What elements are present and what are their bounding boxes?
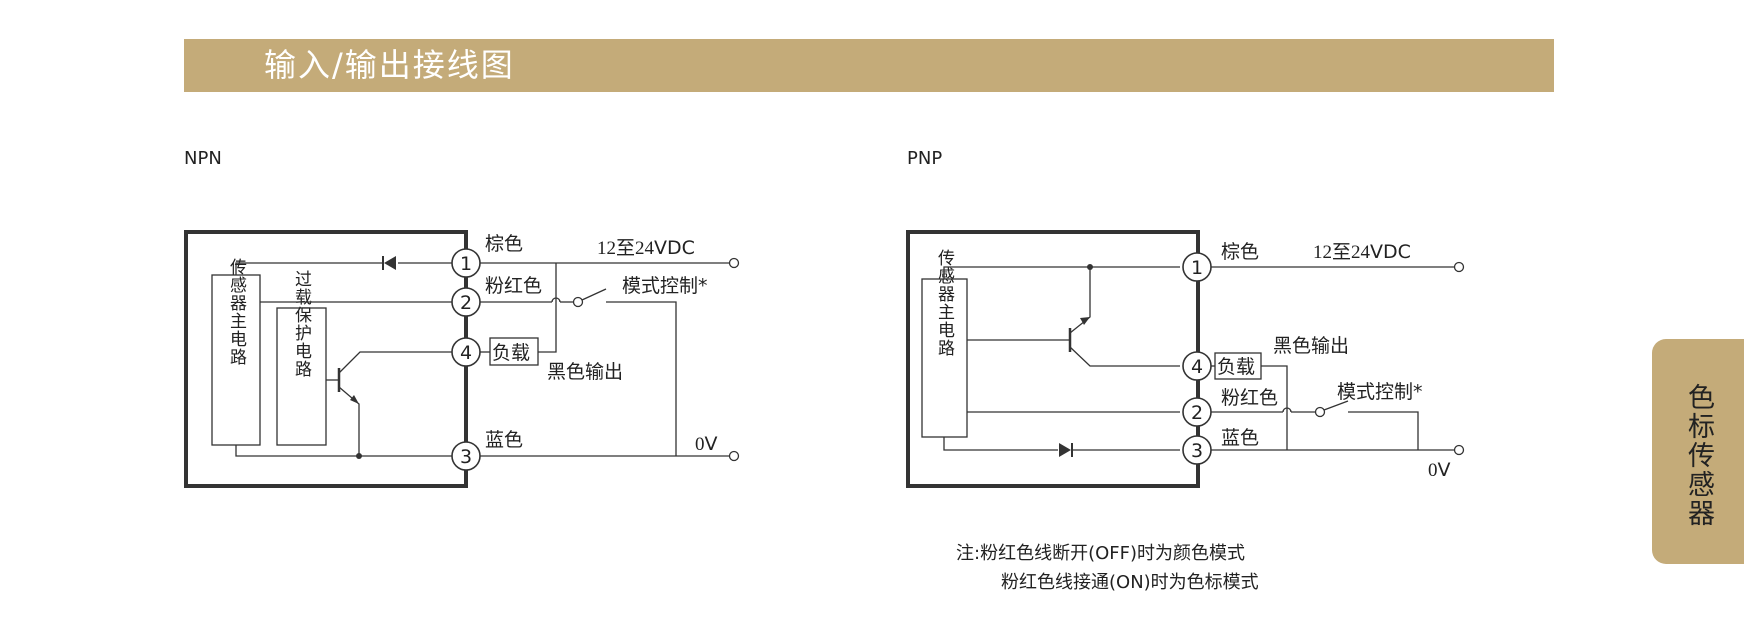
pnp-main-circuit-label: 传感器主电路 (934, 249, 955, 357)
npn-pin-4-label: 4 (460, 342, 472, 364)
pnp-pin-2-label: 2 (1191, 402, 1203, 424)
note: 注:粉红色线断开(OFF)时为颜色模式 粉红色线接通(ON)时为色标模式 (956, 543, 1259, 593)
pnp-pink-label: 粉红色 (1221, 387, 1278, 409)
pnp-switch-contact (1314, 406, 1326, 418)
pnp-wire-3-internal (943, 437, 1058, 451)
pnp-supply-terminal (1453, 261, 1465, 273)
npn-pin-2-label: 2 (460, 292, 472, 314)
npn-mode-control-label: 模式控制* (622, 275, 708, 297)
pnp-title: PNP (907, 148, 942, 169)
pnp-brown-label: 棕色 (1221, 241, 1259, 263)
npn-protection-block (276, 307, 327, 446)
npn-black-output-label: 黑色输出 (547, 361, 623, 383)
pnp-zero-label: 0V (1428, 459, 1451, 481)
npn-wire-3-internal (235, 445, 452, 457)
note-line-2: 粉红色线接通(ON)时为色标模式 (1001, 572, 1259, 593)
npn-zero-terminal (728, 450, 740, 462)
npn-load-label: 负载 (492, 342, 530, 364)
pnp-diode (1059, 443, 1071, 457)
npn-pink-label: 粉红色 (485, 275, 542, 297)
pnp-load-to-zero (1261, 365, 1288, 450)
npn-wire-1-internal (235, 262, 382, 275)
npn-supply-terminal (728, 257, 740, 269)
pnp-transistor-emitter (1069, 267, 1091, 334)
pnp-pin-1-label: 1 (1191, 257, 1203, 279)
npn-brown-label: 棕色 (485, 233, 523, 255)
npn-blue-label: 蓝色 (485, 429, 523, 451)
side-category-tab[interactable]: 色标传感器 (1652, 339, 1744, 564)
npn-transistor-collector (338, 351, 452, 374)
npn-protection-label: 过载保护电路 (291, 270, 312, 378)
pnp-black-output-label: 黑色输出 (1273, 335, 1349, 357)
npn-diagram: NPN 传感器主电路 过载保护电路 1 (184, 148, 740, 488)
pnp-blue-label: 蓝色 (1221, 427, 1259, 449)
header-banner: 输入/输出接线图 (184, 39, 1554, 92)
npn-title: NPN (184, 148, 222, 169)
npn-pin-3-label: 3 (460, 446, 472, 468)
npn-transistor-emitter (338, 386, 360, 456)
pnp-pink-wire-hop (1282, 407, 1292, 413)
pnp-pin-4-label: 4 (1191, 356, 1203, 378)
npn-junction-dot (356, 453, 362, 459)
side-tab-label: 色标传感器 (1683, 383, 1714, 528)
npn-switch-contact (572, 296, 584, 308)
npn-switch-return (606, 301, 677, 456)
npn-main-circuit-label: 传感器主电路 (226, 258, 247, 366)
pnp-load-label: 负载 (1217, 356, 1255, 378)
pnp-pin-3-label: 3 (1191, 440, 1203, 462)
npn-zero-label: 0V (695, 433, 718, 455)
pnp-supply-label: 12至24VDC (1313, 241, 1411, 263)
pnp-switch-return (1348, 411, 1419, 450)
pnp-zero-terminal (1453, 444, 1465, 456)
pnp-mode-control-label: 模式控制* (1337, 381, 1423, 403)
npn-transistor-arrow (350, 395, 359, 404)
npn-supply-label: 12至24VDC (597, 237, 695, 259)
pnp-wire-1-internal (943, 266, 1180, 279)
pnp-transistor-arrow (1080, 317, 1090, 325)
npn-load-to-supply (538, 263, 557, 353)
npn-switch-blade (581, 288, 607, 301)
pnp-switch-blade (1323, 400, 1349, 411)
npn-diode (384, 256, 396, 270)
pnp-transistor-collector (1069, 346, 1180, 367)
npn-pin-1-label: 1 (460, 253, 472, 275)
note-line-1: 注:粉红色线断开(OFF)时为颜色模式 (956, 543, 1245, 564)
page-title: 输入/输出接线图 (264, 46, 515, 84)
pnp-diagram: PNP 传感器主电路 1 4 2 3 (906, 148, 1465, 488)
